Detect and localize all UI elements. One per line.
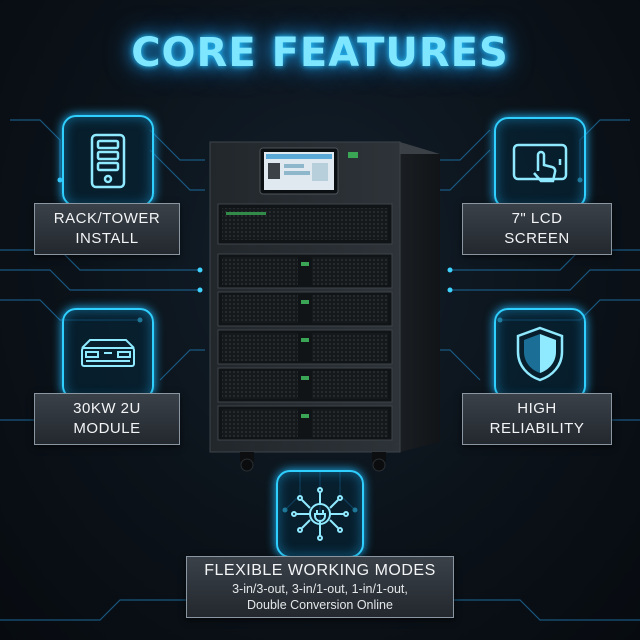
feature-label: RELIABILITY xyxy=(489,420,585,437)
feature-label: 30KW 2U xyxy=(73,400,141,417)
feature-title: FLEXIBLE WORKING MODES xyxy=(204,562,436,579)
feature-rack-tower: RACK/TOWER INSTALL xyxy=(34,203,180,255)
ups-cabinet xyxy=(209,141,440,472)
feature-reliability: HIGH RELIABILITY xyxy=(462,393,612,445)
feature-description: Double Conversion Online xyxy=(247,598,393,612)
circuit-plug-icon xyxy=(291,487,349,541)
brand-logo xyxy=(348,152,358,158)
feature-label: INSTALL xyxy=(75,230,139,247)
feature-label: SCREEN xyxy=(504,230,570,247)
feature-label: RACK/TOWER xyxy=(53,210,161,227)
module-icon-frame xyxy=(62,308,154,400)
feature-module: 30KW 2U MODULE xyxy=(34,393,180,445)
shield-icon xyxy=(516,326,564,382)
feature-lcd-screen: 7" LCD SCREEN xyxy=(462,203,612,255)
feature-label: HIGH xyxy=(517,400,557,417)
feature-description: 3-in/3-out, 3-in/1-out, 1-in/1-out, xyxy=(232,582,408,596)
power-module-icon xyxy=(81,339,135,367)
modes-icon-frame xyxy=(276,470,364,558)
shield-icon-frame xyxy=(494,308,586,400)
page-title: CORE FEATURES xyxy=(131,30,509,76)
lcd-icon-frame xyxy=(494,117,586,209)
feature-label: 7" LCD xyxy=(511,210,563,227)
feature-label: MODULE xyxy=(73,420,141,437)
server-rack-icon xyxy=(90,133,126,189)
rack-tower-icon-frame xyxy=(62,115,154,207)
feature-working-modes: FLEXIBLE WORKING MODES 3-in/3-out, 3-in/… xyxy=(186,556,454,618)
touch-screen-icon xyxy=(512,143,568,183)
